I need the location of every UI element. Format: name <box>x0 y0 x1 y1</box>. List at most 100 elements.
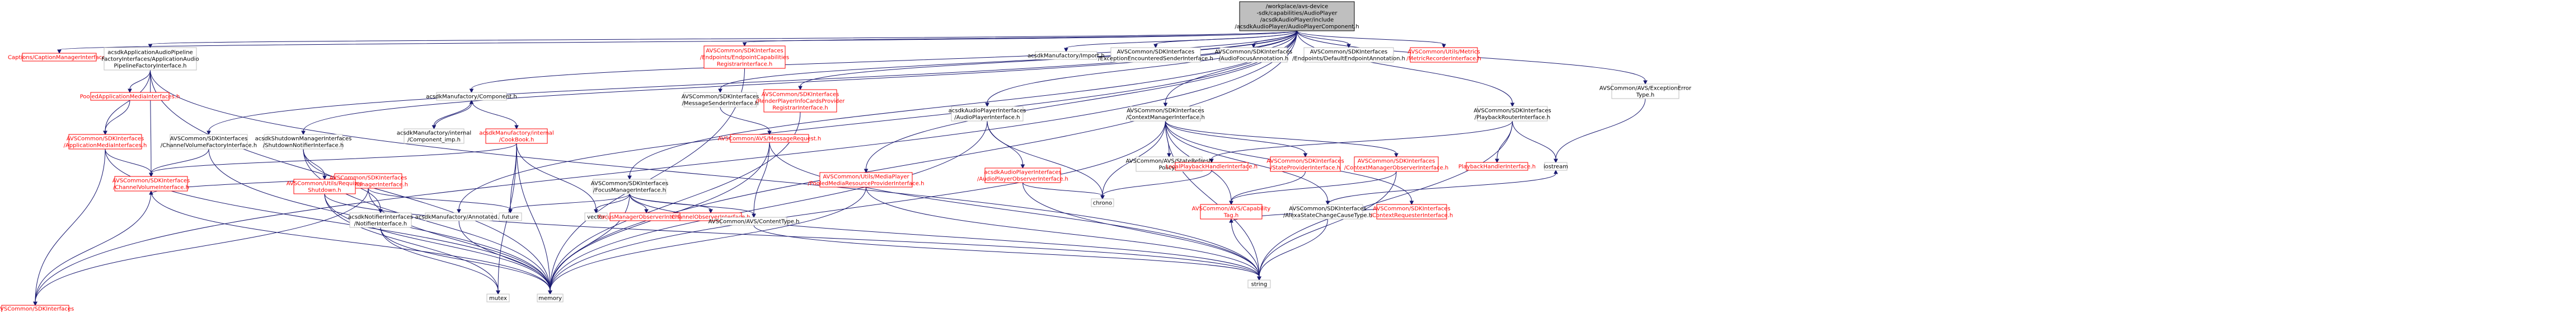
node-ctxmgrobs[interactable]: AVSCommon/SDKInterfaces/ContextManagerOb… <box>1344 156 1449 172</box>
edge-contextmgr-to-memory <box>550 120 1166 291</box>
arrowhead-root-to-metricrec <box>1442 44 1446 49</box>
node-box-renderplayer <box>763 89 837 113</box>
node-label-renderplayer-1: /RenderPlayerInfoCardsProvider <box>756 99 846 105</box>
node-component[interactable]: acsdkManufactory/Component.h <box>426 92 517 101</box>
node-label-importh-0: acsdkManufactory/Import.h <box>1027 53 1105 59</box>
node-chrono[interactable]: chrono <box>1091 198 1114 207</box>
node-annotated[interactable]: acsdkManufactory/Annotated.h <box>415 212 503 221</box>
node-contextreq[interactable]: AVSCommon/SDKInterfaces/ContextRequester… <box>1371 204 1453 220</box>
arrowhead-ctxmgrobs-to-capabilitytag <box>1229 201 1233 206</box>
arrowhead-root-to-exceptionerror <box>1643 80 1648 85</box>
edge-root-to-component <box>471 30 1297 90</box>
node-label-root-2: /acsdkAudioPlayer/include <box>1260 17 1334 24</box>
edge-root-to-captions <box>59 30 1297 50</box>
node-label-exceptionsender-0: AVSCommon/SDKInterfaces <box>1117 49 1194 55</box>
node-localplayback[interactable]: LocalPlaybackHandlerInterface.h <box>1166 162 1257 171</box>
arrowhead-focusmgr-to-future <box>508 209 513 214</box>
edge-notifier-to-mutex <box>380 227 499 291</box>
edge-contextmgr-to-ctxmgrobs <box>1165 120 1397 154</box>
node-label-mediaplayer-1: /PooledMediaResourceProviderInterface.h <box>808 181 925 187</box>
node-label-shutdownmgr-0: acsdkShutdownManagerInterfaces <box>255 136 352 142</box>
node-memory[interactable]: memory <box>537 294 564 302</box>
arrowhead-root-to-exceptionsender <box>1153 44 1158 49</box>
node-box-vector <box>584 212 608 221</box>
node-box-root <box>1239 1 1355 31</box>
edge-playbackrouter-to-playbackhandler <box>1496 120 1513 160</box>
node-audioplayerobs[interactable]: acsdkAudioPlayerInterfaces/AudioPlayerOb… <box>977 167 1068 183</box>
node-appmedia[interactable]: AVSCommon/SDKInterfaces/ApplicationMedia… <box>64 134 147 150</box>
edge-exceptionerror-to-iostream <box>1555 98 1646 160</box>
node-appfactory[interactable]: acsdkApplicationAudioPipelineFactoryInte… <box>101 47 199 71</box>
node-chanvolfactory[interactable]: AVSCommon/SDKInterfaces/ChannelVolumeFac… <box>161 134 257 150</box>
node-label-audioplayer-0: acsdkAudioPlayerInterfaces <box>949 108 1026 114</box>
node-componentimp[interactable]: acsdkManufactory/internal/Component_imp.… <box>397 128 471 144</box>
edge-appmedia-to-speaker <box>35 148 106 302</box>
node-shutdownmgr[interactable]: acsdkShutdownManagerInterfaces/ShutdownN… <box>255 134 352 150</box>
node-msgsender[interactable]: AVSCommon/SDKInterfaces/MessageSenderInt… <box>682 92 759 108</box>
node-vector[interactable]: vector <box>584 212 608 221</box>
node-exceptionsender[interactable]: AVSCommon/SDKInterfaces/ExceptionEncount… <box>1098 47 1213 63</box>
edge-focusmgr-to-memory <box>550 193 630 291</box>
edge-reqshutdown-to-memory <box>324 193 551 291</box>
arrowhead-root-to-msgsender <box>718 89 722 94</box>
node-focusobs[interactable]: FocusManagerObserverInterface.h <box>598 212 695 221</box>
node-box-defaultendpoint <box>1303 47 1394 63</box>
arrowhead-root-to-focusmgr <box>627 175 632 180</box>
arrowhead-root-to-contextmgr <box>1163 103 1168 108</box>
edge-playbackrouter-to-string <box>1259 120 1513 277</box>
node-label-root-3: /acsdkAudioPlayer/AudioPlayerComponent.h <box>1235 24 1359 30</box>
node-label-audioplayerobs-0: acsdkAudioPlayerInterfaces <box>984 170 1062 176</box>
node-audiofocusann[interactable]: AVSCommon/SDKInterfaces/AudioFocusAnnota… <box>1215 47 1292 63</box>
node-audioplayer[interactable]: acsdkAudioPlayerInterfaces/AudioPlayerIn… <box>949 106 1026 122</box>
edge-cookbook-to-future <box>510 143 517 210</box>
node-defaultendpoint[interactable]: AVSCommon/SDKInterfaces/Endpoints/Defaul… <box>1292 47 1405 63</box>
edge-playbackrouter-to-localplayback <box>1211 120 1513 160</box>
node-label-playbackhandler-0: PlaybackHandlerInterface.h <box>1458 164 1536 170</box>
node-label-root-0: /workplace/avs-device <box>1266 4 1329 10</box>
node-stateprovider[interactable]: AVSCommon/SDKInterfaces/StateProviderInt… <box>1266 156 1344 172</box>
arrowhead-contextreq-to-capabilitytag <box>1229 218 1233 223</box>
node-speaker[interactable]: AVSCommon/SDKInterfaces/SpeakerInterface… <box>0 305 74 312</box>
node-importh[interactable]: acsdkManufactory/Import.h <box>1027 51 1105 60</box>
node-iostream[interactable]: iostream <box>1543 162 1568 171</box>
node-renderplayer[interactable]: AVSCommon/SDKInterfaces/RenderPlayerInfo… <box>756 89 846 113</box>
arrowhead-notifier-to-mutex <box>496 290 500 295</box>
node-playbackhandler[interactable]: PlaybackHandlerInterface.h <box>1458 162 1536 171</box>
node-captions[interactable]: Captions/CaptionManagerInterface.h <box>8 53 111 62</box>
node-mediaplayer[interactable]: AVSCommon/Utils/MediaPlayer/PooledMediaR… <box>808 172 925 188</box>
node-label-componentimp-1: /Component_imp.h <box>407 137 461 143</box>
node-cookbook[interactable]: acsdkManufactory/internal/CookBook.h <box>479 128 554 144</box>
node-playbackrouter[interactable]: AVSCommon/SDKInterfaces/PlaybackRouterIn… <box>1474 106 1551 122</box>
node-label-audiofocusann-0: AVSCommon/SDKInterfaces <box>1215 49 1292 55</box>
edge-ctxmgrobs-to-string <box>1259 171 1397 277</box>
node-string[interactable]: string <box>1247 280 1271 288</box>
edge-appfactory-to-appmedia <box>105 69 151 132</box>
node-label-root-1: -sdk/capabilities/AudioPlayer <box>1256 11 1338 17</box>
edge-root-to-audiofocusann <box>1253 30 1297 45</box>
node-box-playbackrouter <box>1477 106 1548 122</box>
node-notifier[interactable]: acsdkNotifierInterfaces/NotifierInterfac… <box>348 212 413 228</box>
node-chanvol[interactable]: AVSCommon/SDKInterfaces/ChannelVolumeInt… <box>112 176 190 192</box>
node-label-appmedia-0: AVSCommon/SDKInterfaces <box>67 136 144 142</box>
node-future[interactable]: future <box>499 212 522 221</box>
node-alexastate[interactable]: AVSCommon/SDKInterfaces/AlexaStateChange… <box>1283 204 1372 220</box>
node-pooled[interactable]: PooledApplicationMediaInterfaces.h <box>80 92 180 101</box>
node-msgrequest[interactable]: AVSCommon/AVS/MessageRequest.h <box>718 134 822 143</box>
node-mutex[interactable]: mutex <box>486 294 510 302</box>
node-focusmgr[interactable]: AVSCommon/SDKInterfaces/FocusManagerInte… <box>591 179 668 194</box>
node-box-msgrequest <box>730 134 809 143</box>
node-metricrec[interactable]: AVSCommon/Utils/Metrics/MetricRecorderIn… <box>1406 47 1481 63</box>
node-box-component <box>436 92 507 101</box>
node-endpointcap[interactable]: AVSCommon/SDKInterfaces/Endpoints/Endpoi… <box>700 45 789 69</box>
node-label-endpointcap-1: /Endpoints/EndpointCapabilities <box>700 55 789 61</box>
node-box-contenttype <box>720 217 787 226</box>
node-label-capabilitytag-0: AVSCommon/AVS/Capability <box>1192 206 1271 212</box>
arrowhead-chanvol-to-speaker <box>33 301 37 306</box>
node-contenttype[interactable]: AVSCommon/AVS/ContentType.h <box>708 217 800 226</box>
graph-edges <box>33 30 1648 306</box>
edge-playbackrouter-to-iostream <box>1512 120 1556 160</box>
node-contextmgr[interactable]: AVSCommon/SDKInterfaces/ContextManagerIn… <box>1126 106 1205 122</box>
